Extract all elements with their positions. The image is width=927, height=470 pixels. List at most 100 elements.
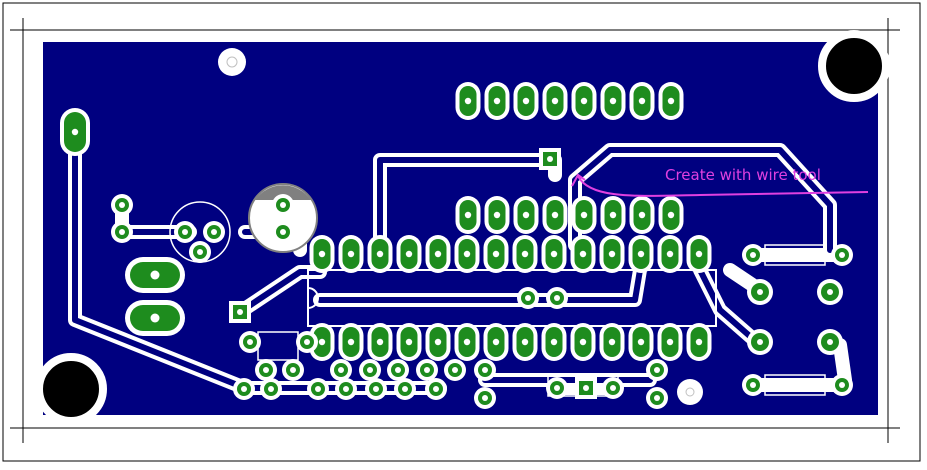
pad-icon[interactable]	[367, 235, 393, 273]
pad-icon[interactable]	[747, 279, 773, 305]
pad-icon[interactable]	[307, 378, 329, 400]
pad-icon[interactable]	[742, 244, 764, 266]
pad-icon[interactable]	[512, 235, 538, 273]
pad-icon[interactable]	[600, 196, 626, 234]
pad-icon[interactable]	[272, 194, 294, 216]
pad-icon[interactable]	[338, 235, 364, 273]
pad-icon[interactable]	[203, 221, 225, 243]
pad-icon[interactable]	[483, 323, 509, 361]
pad-icon[interactable]	[174, 221, 196, 243]
pad-icon[interactable]	[575, 377, 597, 399]
pad-icon[interactable]	[189, 241, 211, 263]
pad-icon[interactable]	[602, 377, 624, 399]
wire-tool-annotation: Create with wire tool	[571, 166, 869, 197]
pad-icon[interactable]	[125, 257, 185, 293]
pad-icon[interactable]	[455, 82, 481, 120]
pad-icon[interactable]	[483, 235, 509, 273]
pad-icon[interactable]	[646, 359, 668, 381]
pad-icon[interactable]	[260, 378, 282, 400]
pad-icon[interactable]	[125, 300, 185, 336]
pad-icon[interactable]	[255, 359, 277, 381]
pad-icon[interactable]	[546, 377, 568, 399]
pad-icon[interactable]	[646, 387, 668, 409]
pad-icon[interactable]	[335, 378, 357, 400]
pad-icon[interactable]	[686, 323, 712, 361]
pad-icon[interactable]	[330, 359, 352, 381]
pad-icon[interactable]	[542, 82, 568, 120]
pad-icon[interactable]	[359, 359, 381, 381]
pad-icon[interactable]	[60, 108, 90, 156]
pad-icon[interactable]	[658, 82, 684, 120]
pad-icon[interactable]	[233, 378, 255, 400]
pad-icon[interactable]	[657, 323, 683, 361]
pad-icon[interactable]	[474, 359, 496, 381]
pad-icon[interactable]	[629, 196, 655, 234]
pad-icon[interactable]	[365, 378, 387, 400]
pad-icon[interactable]	[387, 359, 409, 381]
pad-icon[interactable]	[541, 235, 567, 273]
pad-icon[interactable]	[454, 323, 480, 361]
annotation-text: Create with wire tool	[665, 166, 821, 184]
pad-icon[interactable]	[571, 82, 597, 120]
pad-icon[interactable]	[484, 82, 510, 120]
pad-icon[interactable]	[474, 387, 496, 409]
pad-icon[interactable]	[742, 374, 764, 396]
pad-icon[interactable]	[454, 235, 480, 273]
pad-icon[interactable]	[747, 329, 773, 355]
pad-icon[interactable]	[296, 331, 318, 353]
pad-icon[interactable]	[628, 323, 654, 361]
pad-icon[interactable]	[512, 323, 538, 361]
pad-icon[interactable]	[658, 196, 684, 234]
pad-icon[interactable]	[542, 196, 568, 234]
pad-icon[interactable]	[484, 196, 510, 234]
pad-icon[interactable]	[272, 221, 294, 243]
pad-icon[interactable]	[282, 359, 304, 381]
pad-icon[interactable]	[541, 323, 567, 361]
pad-icon[interactable]	[600, 82, 626, 120]
pad-icon[interactable]	[817, 329, 843, 355]
pad-icon[interactable]	[396, 235, 422, 273]
mounting-hole-icon	[818, 30, 890, 102]
pad-icon[interactable]	[425, 378, 447, 400]
pad-icon[interactable]	[338, 323, 364, 361]
pad-icon[interactable]	[416, 359, 438, 381]
pad-icon[interactable]	[517, 287, 539, 309]
pad-icon[interactable]	[599, 323, 625, 361]
pad-icon[interactable]	[657, 235, 683, 273]
pads-layer[interactable]	[60, 82, 853, 409]
pad-icon[interactable]	[513, 82, 539, 120]
via-icon	[226, 56, 238, 68]
pad-icon[interactable]	[571, 196, 597, 234]
ic-outline	[307, 269, 717, 327]
pad-icon[interactable]	[628, 235, 654, 273]
pad-icon[interactable]	[539, 148, 561, 170]
pad-icon[interactable]	[396, 323, 422, 361]
pad-icon[interactable]	[686, 235, 712, 273]
pad-icon[interactable]	[367, 323, 393, 361]
pad-icon[interactable]	[629, 82, 655, 120]
pad-icon[interactable]	[239, 331, 261, 353]
pad-icon[interactable]	[546, 287, 568, 309]
pad-icon[interactable]	[570, 235, 596, 273]
pad-icon[interactable]	[817, 279, 843, 305]
pad-icon[interactable]	[425, 235, 451, 273]
pad-icon[interactable]	[444, 359, 466, 381]
pad-icon[interactable]	[309, 323, 335, 361]
mounting-hole-icon	[35, 353, 107, 425]
pad-icon[interactable]	[111, 194, 133, 216]
pad-icon[interactable]	[570, 323, 596, 361]
pad-icon[interactable]	[425, 323, 451, 361]
pad-icon[interactable]	[111, 221, 133, 243]
pad-icon[interactable]	[831, 244, 853, 266]
pad-icon[interactable]	[831, 374, 853, 396]
pad-icon[interactable]	[455, 196, 481, 234]
board-outline	[2, 2, 921, 462]
pad-icon[interactable]	[513, 196, 539, 234]
pad-icon[interactable]	[229, 301, 251, 323]
electrolytic-capacitor-outline[interactable]	[248, 183, 318, 253]
pad-icon[interactable]	[599, 235, 625, 273]
pad-icon[interactable]	[394, 378, 416, 400]
pad-icon[interactable]	[309, 235, 335, 273]
